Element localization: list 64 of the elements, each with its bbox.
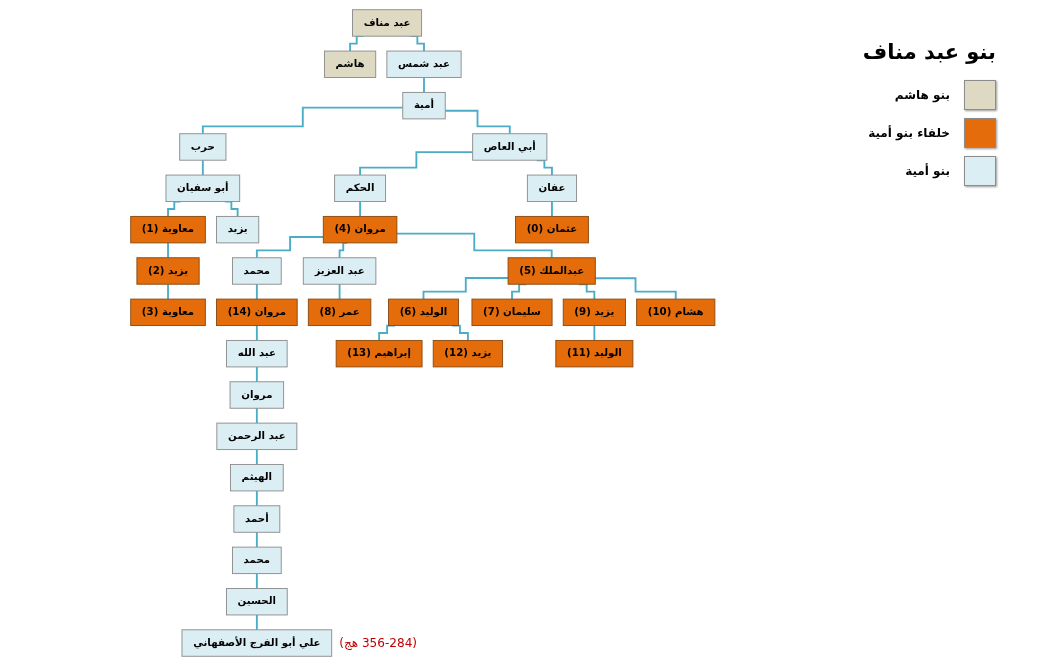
node-box: يزيد (9)	[562, 298, 627, 327]
node-box: محمد	[232, 257, 282, 285]
node-box: هشام (10)	[636, 298, 716, 327]
connector	[359, 151, 474, 176]
node-box: علي أبو الفرج الأصفهاني	[181, 629, 333, 657]
node-box: عبد الله	[226, 339, 288, 368]
connector	[256, 614, 258, 631]
node-box: معاوية (3)	[130, 298, 207, 327]
node-box: حرب	[179, 133, 227, 161]
connector	[256, 448, 258, 466]
node-box: مروان (4)	[323, 215, 398, 244]
connector	[256, 490, 258, 507]
node-box: هاشم	[324, 50, 377, 78]
connector	[359, 200, 362, 218]
node-box: عبدالملك (5)	[507, 257, 596, 285]
node-box: الوليد (11)	[555, 339, 634, 368]
node-box: عبد الرحمن	[216, 422, 298, 451]
connector	[593, 324, 596, 342]
node-box: يزيد (2)	[136, 257, 200, 285]
connector	[594, 277, 677, 300]
connector	[167, 283, 170, 300]
connector	[256, 572, 258, 590]
date-range-note: (356-284 هج)	[339, 636, 418, 651]
node-box: عبد العزيز	[303, 257, 377, 285]
connector	[256, 236, 325, 259]
connector	[202, 106, 404, 135]
node-box: الحسين	[226, 588, 288, 616]
connector	[551, 200, 554, 218]
node-box: أبي العاص	[472, 133, 548, 161]
connector	[423, 76, 426, 94]
node-box: الوليد (6)	[388, 298, 460, 327]
node-box: عمر (8)	[308, 298, 372, 327]
diagram-title: بنو عبد مناف	[862, 40, 996, 64]
legend-label: بنو هاشم	[894, 88, 950, 102]
node-box: مروان (14)	[216, 298, 298, 327]
node-box: عفان	[527, 174, 578, 202]
connector	[256, 531, 258, 549]
node-box: مروان	[229, 381, 285, 409]
legend-label: بنو أمية	[905, 164, 950, 178]
node-box: عثمان (0)	[515, 215, 590, 244]
connector	[444, 109, 511, 135]
node-box: أحمد	[233, 505, 281, 533]
node-box: الهيثم	[230, 464, 284, 492]
node-box: يزيد (12)	[432, 339, 504, 368]
node-box: يزيد	[216, 215, 260, 244]
node-box: أبو سفيان	[165, 174, 241, 202]
node-box: عبد مناف	[352, 9, 423, 37]
node-box: سليمان (7)	[471, 298, 553, 327]
connector	[167, 241, 170, 259]
connector	[202, 159, 204, 176]
node-box: إبراهيم (13)	[335, 339, 423, 368]
connector	[256, 324, 258, 342]
node-box: محمد	[232, 546, 282, 575]
connector	[256, 283, 258, 300]
node-box: أمية	[402, 91, 446, 120]
connector	[396, 232, 553, 259]
connector	[422, 277, 510, 300]
connector	[256, 366, 258, 383]
connector	[256, 407, 258, 425]
connector	[338, 283, 341, 300]
node-box: عبد شمس	[386, 50, 462, 78]
legend-label: خلفاء بنو أمية	[868, 126, 950, 140]
node-box: الحكم	[334, 174, 387, 202]
node-box: معاوية (1)	[130, 215, 207, 244]
